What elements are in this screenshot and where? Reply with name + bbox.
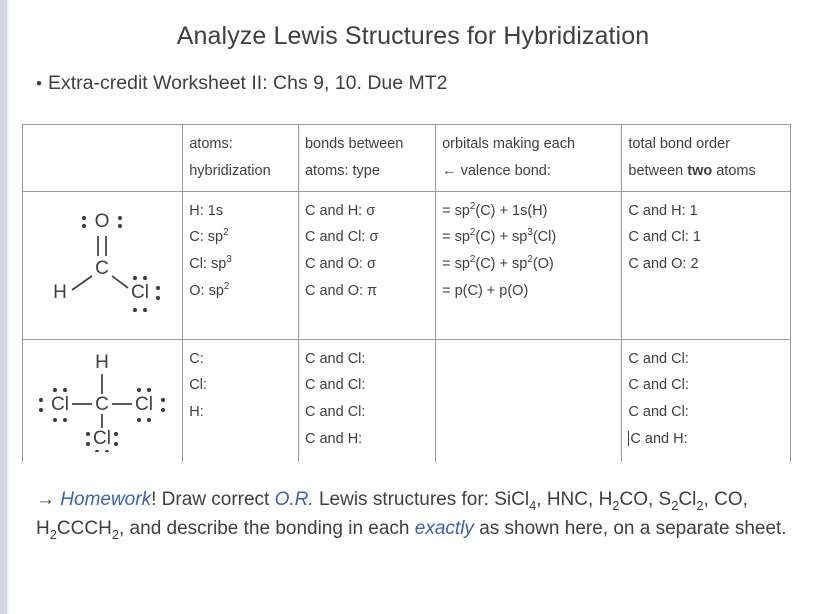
header-bond-order-line1: total bond order <box>628 136 730 152</box>
header-cell-bond-order: total bond order between two atoms <box>621 124 791 192</box>
or-emphasis: O.R. <box>274 489 314 510</box>
header-cell-structure <box>21 124 184 192</box>
hyb-line-3: Cl: sp3 <box>189 254 232 273</box>
header-orbitals-line1: orbitals making each <box>442 136 576 152</box>
hyb-line-2: Cl: <box>189 377 207 394</box>
orbital-line-1: = sp2(C) + 1s(H) <box>442 200 548 219</box>
atom-label-C: C <box>95 394 109 415</box>
lone-pairs <box>82 215 161 312</box>
table-row: H C Cl Cl Cl <box>21 338 791 462</box>
hyb-line-2: C: sp2 <box>189 227 229 246</box>
bond-line-3: C and O: σ <box>304 256 376 273</box>
bond-line-1: C and Cl: <box>304 350 366 367</box>
lone-pairs <box>39 387 166 452</box>
bond-C-Cl <box>111 274 129 289</box>
footer-seg3: , HNC, <box>536 489 594 510</box>
atom-label-C: C <box>95 258 109 279</box>
bond-order-line-3: C and Cl: <box>628 404 689 421</box>
bond-C-H <box>71 274 93 291</box>
chloroform-lewis-structure: H C Cl Cl Cl <box>39 352 166 452</box>
header-bonds-line2: atoms: type <box>304 162 380 179</box>
cell-structure-chloroform: H C Cl Cl Cl <box>21 338 184 462</box>
bond-line-1: C and H: σ <box>304 202 376 219</box>
atom-label-H: H <box>95 352 109 373</box>
bullet-text: Extra-credit Worksheet II: Chs 9, 10. Du… <box>48 72 448 94</box>
cell-hybridization-row2: C: Cl: H: <box>182 338 299 462</box>
footer-line3: as shown here, on a separate sheet. <box>479 517 787 539</box>
formyl-chloride-lewis-structure: O C H Cl <box>53 211 161 312</box>
cell-bonds-row2: C and Cl: C and Cl: C and Cl: C and H: <box>297 338 437 462</box>
cell-bond-order-row2: C and Cl: C and Cl: C and Cl: C and H: <box>621 338 791 462</box>
header-bond-order-emphasis: two <box>687 162 713 179</box>
header-bond-order-line2: between two atoms <box>628 158 783 185</box>
atom-label-Cl-right: Cl <box>135 394 153 415</box>
footer-line2: H2CO, S2Cl2, CO, H2CCCH2, and describe t… <box>36 489 748 542</box>
bond-order-line-2: C and Cl: <box>628 377 689 394</box>
atom-label-Cl-bottom: Cl <box>93 428 111 449</box>
header-bonds-line1: bonds between <box>304 136 404 152</box>
bond-line-2: C and Cl: σ <box>304 229 379 246</box>
bond-order-line-4-text: C and H: <box>630 431 688 448</box>
cell-bond-order-row1: C and H: 1 C and Cl: 1 C and O: 2 <box>621 190 791 340</box>
homework-paragraph: → Homework! Draw correct O.R. Lewis stru… <box>36 486 806 544</box>
orbital-line-4: = p(C) + p(O) <box>442 283 529 300</box>
bond-order-line-1: C and Cl: <box>628 350 689 367</box>
bond-line-4: C and H: <box>304 431 363 448</box>
header-bond-order-pre: between <box>628 162 688 179</box>
orbital-line-3: = sp2(C) + sp2(O) <box>442 254 554 273</box>
atom-label-H: H <box>53 282 67 303</box>
bond-line-4: C and O: π <box>304 283 378 300</box>
bond-order-line-4: C and H: <box>628 426 783 453</box>
cell-orbitals-row1: = sp2(C) + 1s(H) = sp2(C) + sp3(Cl) = sp… <box>435 190 623 340</box>
atom-label-Cl: Cl <box>131 282 149 303</box>
text-cursor <box>628 431 630 447</box>
cell-orbitals-row2 <box>435 338 623 462</box>
hyb-line-1: H: 1s <box>189 202 224 219</box>
cell-structure-formyl-chloride: O C H Cl <box>21 190 184 340</box>
table-row: O C H Cl <box>21 190 791 340</box>
atom-label-Cl-left: Cl <box>51 394 69 415</box>
footer-seg1: ! Draw correct <box>151 489 275 510</box>
hyb-line-3: H: <box>189 404 204 421</box>
atom-label-O: O <box>95 211 110 232</box>
exactly-emphasis: exactly <box>414 517 474 539</box>
slide-left-edge-strip <box>0 0 7 614</box>
homework-emphasis: Homework <box>60 489 152 510</box>
left-arrow-icon: ← <box>442 162 457 179</box>
bond-line-3: C and Cl: <box>304 404 366 421</box>
header-cell-bonds: bonds between atoms: type <box>297 124 437 192</box>
cell-bonds-row1: C and H: σ C and Cl: σ C and O: σ C and … <box>297 190 437 340</box>
page-title: Analyze Lewis Structures for Hybridizati… <box>176 22 650 50</box>
header-cell-orbitals: orbitals making each ← valence bond: <box>435 124 623 192</box>
footer-seg2: Lewis structures for: SiCl <box>313 489 530 510</box>
header-orbitals-line2: ← valence bond: <box>442 158 614 185</box>
orbital-line-2: = sp2(C) + sp3(Cl) <box>442 227 557 246</box>
table-header-row: atoms: hybridization bonds between atoms… <box>21 124 791 192</box>
hybridization-table: atoms: hybridization bonds between atoms… <box>21 124 791 462</box>
bond-order-line-3: C and O: 2 <box>628 256 699 273</box>
hyb-line-4: O: sp2 <box>189 281 230 300</box>
bullet-marker: • <box>36 74 42 93</box>
header-orbitals-line2-text: valence bond: <box>460 162 551 179</box>
header-bond-order-post: atoms <box>712 162 756 179</box>
header-hybridization-line2: hybridization <box>189 162 271 179</box>
bond-line-2: C and Cl: <box>304 377 366 394</box>
bond-order-line-1: C and H: 1 <box>628 202 698 219</box>
bullet-line: • Extra-credit Worksheet II: Chs 9, 10. … <box>36 72 796 95</box>
header-hybridization-line1: atoms: <box>189 136 233 152</box>
hyb-line-1: C: <box>189 350 204 367</box>
bond-order-line-2: C and Cl: 1 <box>628 229 701 246</box>
header-cell-hybridization: atoms: hybridization <box>182 124 299 192</box>
formula-sub-sicl4: 4 <box>529 497 537 513</box>
right-arrow-icon: → <box>36 489 55 510</box>
cell-hybridization-row1: H: 1s C: sp2 Cl: sp3 O: sp2 <box>182 190 299 340</box>
slide-left-edge-highlight <box>7 0 9 614</box>
